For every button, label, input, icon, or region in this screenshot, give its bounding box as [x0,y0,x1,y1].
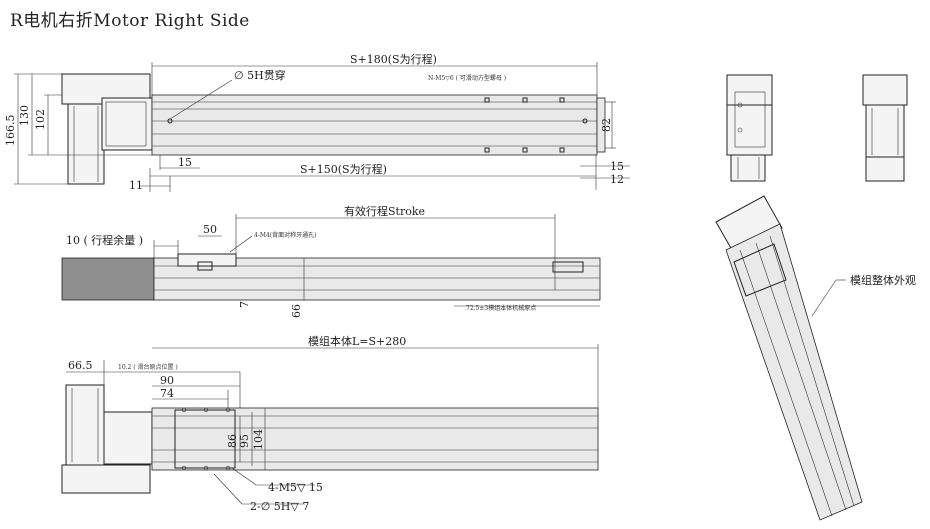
dim-82: 82 [600,118,613,132]
dim-12: 12 [610,173,624,186]
dim-slide-origin: 10.2 ( 滑台原点位置 ) [118,363,178,371]
page-title: R电机右折Motor Right Side [10,11,250,31]
dim-90: 90 [160,374,174,387]
dim-74: 74 [160,387,174,400]
dim-50: 50 [203,223,217,236]
bottom-view: 模组本体L=S+280 66.5 10.2 ( 滑台原点位置 ) 90 74 8… [61,334,599,513]
dim-86: 86 [226,434,239,448]
dim-height-outer: 166.5 [4,115,17,147]
motor-body-top [67,103,105,185]
carriage-bottom [174,409,236,469]
dim-stroke-150: S+150(S为行程) [300,163,387,176]
dim-module-body: 模组本体L=S+280 [308,334,406,348]
iso-overall-label: 模组整体外观 [850,273,916,287]
dim-travel-margin: 10 ( 行程余量 ) [66,233,143,247]
dim-15-right: 15 [610,160,624,173]
motor-coupling-plate [101,97,153,151]
dim-15-left: 15 [178,156,192,169]
dim-104: 104 [252,429,265,450]
dim-5h-holes: 2-∅ 5H▽ 7 [250,500,309,513]
slot-nut-group [484,97,565,153]
end-view-motor [726,74,773,182]
motor-side [61,257,155,301]
dim-height-inner: 102 [34,109,47,130]
dim-95: 95 [238,434,251,448]
top-view: S+180(S为行程) ∅ 5H贯穿 N-M5▽6 ( 可滑动方型螺母 ) 16… [4,53,630,192]
dim-66: 66 [290,304,303,318]
rail-end-cap-top [596,97,606,153]
side-view: 有效行程Stroke 10 ( 行程余量 ) 50 4-M4(背面对称牙通孔) … [61,204,601,318]
dim-m5-holes: 4-M5▽ 15 [268,481,323,494]
dim-66-5: 66.5 [68,359,93,372]
dim-through-hole: ∅ 5H贯穿 [234,68,286,82]
dim-total-top: S+180(S为行程) [350,53,437,66]
dim-height-mid: 130 [18,105,31,126]
dim-11: 11 [129,179,143,192]
dim-origin-note: 72.5±3模组本体机械原点 [466,304,536,312]
dim-effective-stroke: 有效行程Stroke [344,204,425,218]
slide-carriage [177,253,237,267]
iso-view: 模组整体外观 [715,195,916,521]
end-view-rail [862,74,908,182]
rail-body-bottom [151,407,599,471]
motor-housing-bottom [61,464,151,494]
through-hole-right [582,118,588,124]
dim-m4-holes-note: 4-M4(背面对称牙通孔) [254,231,317,239]
dim-7: 7 [238,301,251,308]
dim-slot-nut-note: N-M5▽6 ( 可滑动方型螺母 ) [428,74,506,82]
rail-body-top [151,94,598,156]
motor-body-bottom [65,384,105,466]
